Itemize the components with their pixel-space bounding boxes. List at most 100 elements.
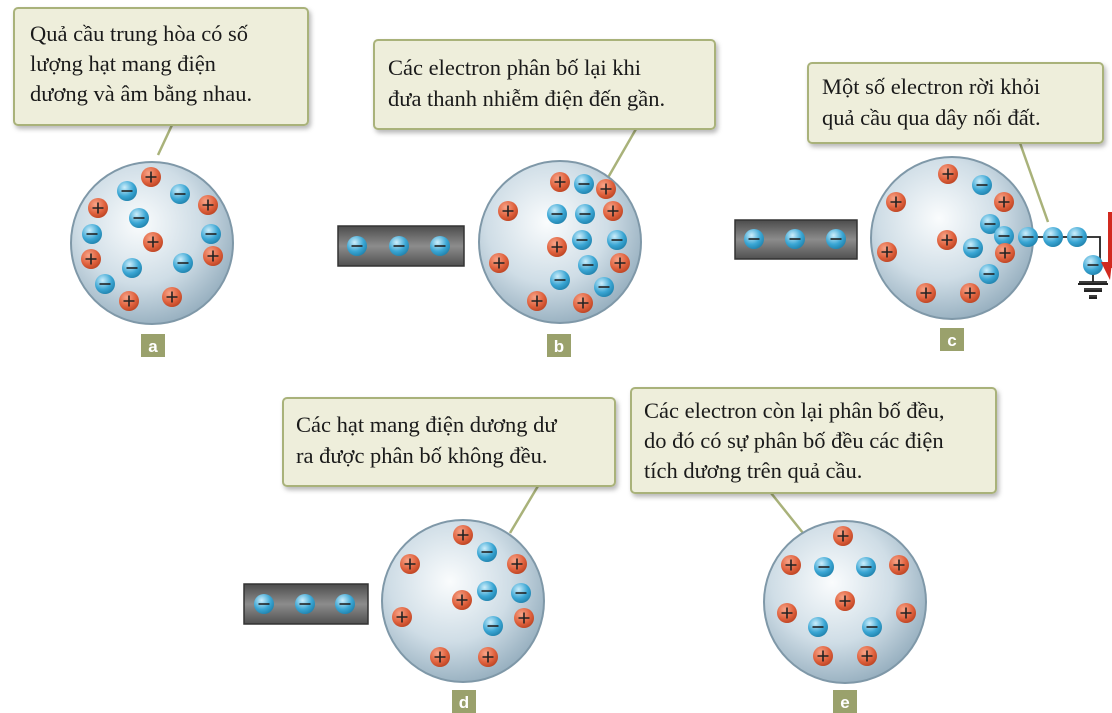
panel-label-a-badge	[141, 334, 165, 357]
electron-icon	[785, 229, 805, 249]
electron-icon	[1018, 227, 1038, 247]
callout-c-box	[807, 62, 1104, 144]
charges-e	[777, 526, 916, 666]
electron-icon	[95, 274, 115, 294]
electron-icon	[744, 229, 764, 249]
charged-rod-c	[734, 219, 858, 260]
callout-e-pointer	[770, 492, 804, 534]
callout-a-pointer	[156, 124, 174, 156]
callout-a-box	[13, 7, 309, 126]
proton-icon	[886, 192, 906, 212]
proton-icon	[453, 525, 473, 545]
callout-d-box	[282, 397, 616, 487]
electron-icon	[173, 253, 193, 273]
callout-d-line-2: ra được phân bố không đều.	[296, 443, 548, 468]
proton-icon	[833, 526, 853, 546]
electron-icon	[575, 204, 595, 224]
proton-icon	[781, 555, 801, 575]
callout-b-line-2: đưa thanh nhiễm điện đến gần.	[388, 86, 665, 111]
electron-icon	[547, 204, 567, 224]
electron-icon	[389, 236, 409, 256]
panel-label-e: e	[840, 693, 849, 712]
proton-icon	[857, 646, 877, 666]
electron-icon	[430, 236, 450, 256]
panel-label-a: a	[148, 337, 158, 356]
arrow-down-icon	[1101, 212, 1112, 280]
panel-label-c: c	[947, 331, 956, 350]
electron-icon	[129, 208, 149, 228]
callout-d-line-1: Các hạt mang điện dương dư	[296, 412, 557, 437]
panel-d: Các hạt mang điện dương dư ra được phân …	[243, 397, 616, 713]
panel-a: Quả cầu trung hòa có số lượng hạt mang đ…	[13, 7, 309, 357]
callout-b-box	[373, 39, 716, 130]
charged-rod-b	[337, 225, 465, 267]
proton-icon	[498, 201, 518, 221]
electron-icon	[856, 557, 876, 577]
callout-b-line-1: Các electron phân bố lại khi	[388, 55, 641, 80]
electron-icon	[594, 277, 614, 297]
callout-d: Các hạt mang điện dương dư ra được phân …	[282, 397, 616, 534]
proton-icon	[162, 287, 182, 307]
callout-c-line-1: Một số electron rời khỏi	[822, 74, 1040, 99]
proton-icon	[478, 647, 498, 667]
callout-a-line-2: lượng hạt mang điện	[30, 51, 216, 76]
electron-icon	[572, 230, 592, 250]
callout-e: Các electron còn lại phân bố đều, do đó …	[630, 387, 997, 534]
proton-icon	[777, 603, 797, 623]
callout-b: Các electron phân bố lại khi đưa thanh n…	[373, 39, 716, 196]
electron-icon	[201, 224, 221, 244]
callout-a-line-3: dương và âm bằng nhau.	[30, 81, 252, 106]
charges-a	[81, 167, 223, 311]
proton-icon	[813, 646, 833, 666]
electron-icon	[574, 174, 594, 194]
electron-icon	[347, 236, 367, 256]
panel-b: Các electron phân bố lại khi đưa thanh n…	[337, 39, 716, 357]
proton-icon	[489, 253, 509, 273]
electron-icon	[862, 617, 882, 637]
proton-icon	[430, 647, 450, 667]
proton-icon	[610, 253, 630, 273]
proton-icon	[198, 195, 218, 215]
callout-a: Quả cầu trung hòa có số lượng hạt mang đ…	[13, 7, 309, 156]
electron-icon	[980, 214, 1000, 234]
proton-icon	[547, 237, 567, 257]
panel-c: Một số electron rời khỏi quả cầu qua dây…	[734, 62, 1112, 351]
proton-icon	[603, 201, 623, 221]
callout-c-line-2: quả cầu qua dây nối đất.	[822, 105, 1041, 130]
electron-icon	[808, 617, 828, 637]
proton-icon	[507, 554, 527, 574]
proton-icon	[889, 555, 909, 575]
proton-icon	[452, 590, 472, 610]
proton-icon	[203, 246, 223, 266]
callout-d-pointer	[508, 485, 540, 534]
electron-icon	[117, 181, 137, 201]
proton-icon	[143, 232, 163, 252]
electron-icon	[607, 230, 627, 250]
callout-e-line-2: do đó có sự phân bố đều các điện	[644, 428, 944, 453]
proton-icon	[994, 192, 1014, 212]
proton-icon	[937, 230, 957, 250]
charges-d	[392, 525, 534, 667]
proton-icon	[550, 172, 570, 192]
panel-label-d: d	[459, 693, 469, 712]
proton-icon	[514, 608, 534, 628]
charged-rod-d	[243, 583, 369, 625]
proton-icon	[938, 164, 958, 184]
proton-icon	[141, 167, 161, 187]
charges-b	[489, 172, 630, 313]
callout-e-line-1: Các electron còn lại phân bố đều,	[644, 398, 945, 423]
electron-icon	[483, 616, 503, 636]
proton-icon	[896, 603, 916, 623]
panel-label-d-badge	[452, 690, 476, 713]
electron-icon	[295, 594, 315, 614]
callout-e-box	[630, 387, 997, 494]
proton-icon	[573, 293, 593, 313]
proton-icon	[877, 242, 897, 262]
proton-icon	[960, 283, 980, 303]
electron-icon	[335, 594, 355, 614]
panel-label-e-badge	[833, 690, 857, 713]
ground-symbol-icon	[1078, 283, 1108, 299]
callout-c: Một số electron rời khỏi quả cầu qua dây…	[807, 62, 1104, 223]
proton-icon	[400, 554, 420, 574]
